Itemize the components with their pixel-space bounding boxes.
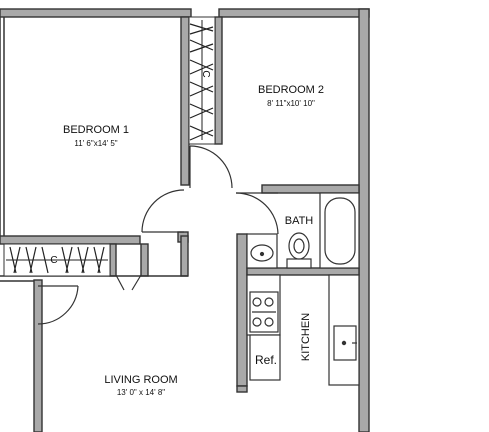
- wall-bath-left: [236, 233, 248, 387]
- wall-bath-kitchen: [246, 267, 360, 276]
- wall-right-exterior: [358, 8, 370, 432]
- vanity-sink: [246, 233, 278, 269]
- toilet: [286, 232, 312, 269]
- wall-top-right: [218, 8, 370, 18]
- wall-bedroom1-bottom-left: [0, 235, 141, 245]
- wall-bath-bottom-stub: [236, 385, 248, 393]
- closet-bedroom2: [188, 16, 216, 145]
- wall-closet-right: [214, 16, 223, 145]
- bedroom1-size: 11' 6"x14' 5": [74, 139, 117, 148]
- kitchen-sink: [333, 325, 357, 361]
- refrigerator: [249, 334, 281, 381]
- wall-linen-right: [140, 243, 149, 277]
- doors: [37, 145, 279, 325]
- bedroom2-size: 8' 11"x10' 10": [267, 99, 315, 108]
- wall-living-left: [33, 279, 43, 432]
- wall-top-left: [0, 8, 192, 18]
- refrigerator-label: Ref.: [255, 353, 277, 367]
- bath-name: BATH: [285, 215, 314, 227]
- closet-bedroom1: [3, 243, 111, 277]
- linen-closet-door: [115, 274, 142, 291]
- living-room-size: 13' 0" x 14' 8": [117, 388, 165, 397]
- bedroom1-name: BEDROOM 1: [63, 124, 129, 136]
- closet-label-bedroom2: C: [200, 70, 211, 77]
- stove: [249, 291, 279, 333]
- closet-label-bedroom1: C: [50, 255, 57, 266]
- bedroom2-name: BEDROOM 2: [258, 84, 324, 96]
- walls: [0, 8, 370, 432]
- kitchen-name: KITCHEN: [300, 313, 312, 361]
- living-room-name: LIVING ROOM: [104, 374, 177, 386]
- bathtub: [319, 192, 360, 269]
- wall-closet-left: [180, 16, 190, 186]
- wall-hall-stub: [180, 235, 189, 277]
- wall-linen-left: [109, 243, 117, 277]
- wall-bedroom2-bottom: [261, 184, 360, 194]
